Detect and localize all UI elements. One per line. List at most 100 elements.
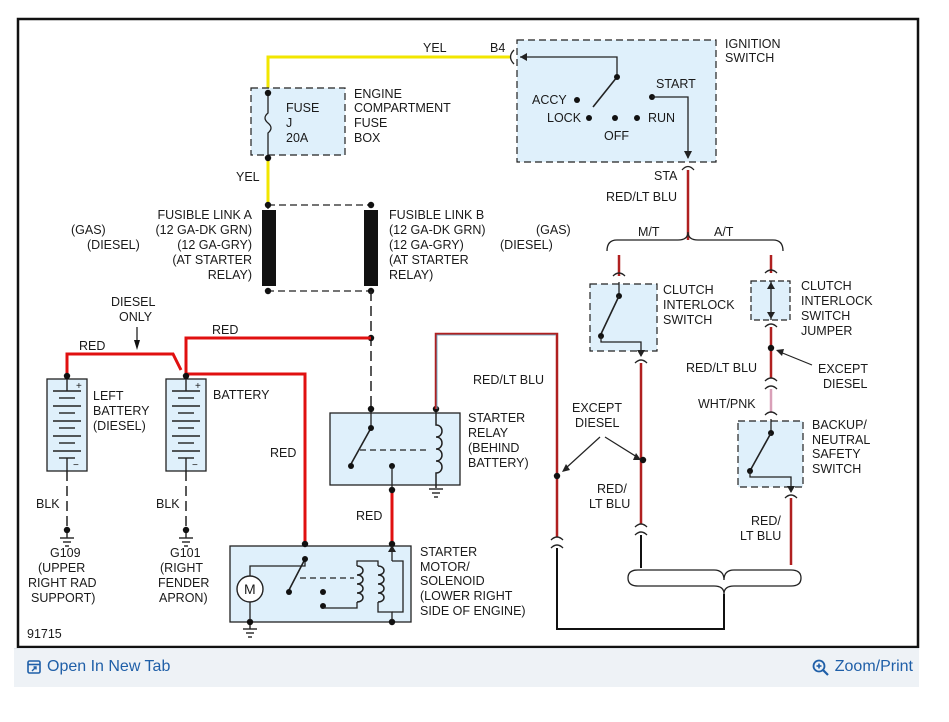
diesel-only-arrow	[134, 340, 140, 350]
label-jumper-1: CLUTCH	[801, 279, 852, 293]
label-flb-5: RELAY)	[389, 268, 433, 282]
right-battery-minus: −	[192, 460, 198, 471]
wire-red-lt-blu-relay	[434, 332, 559, 537]
label-fla-3: (12 GA-GRY)	[177, 238, 252, 252]
ignition-internal-wire	[520, 56, 618, 77]
solenoid-coil-1	[356, 565, 364, 603]
label-g101-3: FENDER	[158, 576, 209, 590]
right-battery	[165, 378, 207, 472]
label-red-lt-blu-bk-1: RED/	[751, 514, 781, 528]
label-clutch-3: SWITCH	[663, 313, 712, 327]
label-red-bat: RED	[270, 446, 296, 460]
label-at: A/T	[714, 225, 734, 239]
label-flb-1: FUSIBLE LINK B	[389, 208, 484, 222]
label-motor-4: (LOWER RIGHT	[420, 589, 513, 603]
new-tab-icon	[27, 660, 41, 674]
label-clutch-2: INTERLOCK	[663, 298, 735, 312]
label-yel-top: YEL	[423, 41, 447, 55]
label-yel-mid: YEL	[236, 170, 260, 184]
label-b4: B4	[490, 41, 505, 55]
wire-red-battery	[186, 372, 307, 542]
zoom-in-icon	[812, 659, 829, 676]
fuse-element	[264, 96, 272, 155]
solenoid-coil-2	[377, 565, 385, 603]
label-red-left: RED	[79, 339, 105, 353]
label-except-diesel-m2: DIESEL	[575, 416, 620, 430]
label-relay-2: RELAY	[468, 426, 509, 440]
label-blk-left: BLK	[36, 497, 60, 511]
label-except-diesel-r2: DIESEL	[823, 377, 868, 391]
relay-coil	[435, 412, 443, 488]
label-start: START	[656, 77, 696, 91]
label-diesel-right: (DIESEL)	[500, 238, 553, 252]
label-g101-1: G101	[170, 546, 201, 560]
label-flb-3: (12 GA-GRY)	[389, 238, 464, 252]
sta-connector	[681, 165, 695, 171]
label-jumper-4: JUMPER	[801, 324, 852, 338]
left-battery-plus: +	[76, 381, 82, 392]
left-battery-minus: −	[73, 460, 79, 471]
label-motor-5: SIDE OF ENGINE)	[420, 604, 526, 618]
zoom-print-label: Zoom/Print	[834, 658, 913, 675]
right-battery-plus: +	[195, 381, 201, 392]
wire-black-return	[556, 548, 725, 630]
wire-red-top	[184, 336, 371, 374]
label-fla-2: (12 GA-DK GRN)	[155, 223, 252, 237]
label-fusebox-1: ENGINE	[354, 87, 402, 101]
label-g109-2: (UPPER	[38, 561, 85, 575]
label-g101-2: (RIGHT	[160, 561, 203, 575]
zoom-print-link[interactable]: Zoom/Print	[812, 658, 913, 676]
label-fuse-3: 20A	[286, 131, 309, 145]
mt-at-split	[606, 231, 784, 252]
bottom-merge-bracket	[627, 569, 802, 581]
left-battery-cells	[53, 379, 81, 471]
relay-ground-symbol	[429, 488, 443, 498]
label-relay-4: BATTERY)	[468, 456, 529, 470]
label-red-lt-blu-mt-2: LT BLU	[589, 497, 630, 511]
right-battery-cells	[172, 379, 200, 471]
label-fla-1: FUSIBLE LINK A	[158, 208, 253, 222]
label-red-lt-blu-at: RED/LT BLU	[686, 361, 757, 375]
label-ignition-2: SWITCH	[725, 51, 774, 65]
label-blk-right: BLK	[156, 497, 180, 511]
label-jumper-2: INTERLOCK	[801, 294, 873, 308]
starter-relay-box	[329, 412, 461, 486]
ground-g101-symbol	[179, 533, 193, 547]
label-g101-4: APRON)	[159, 591, 208, 605]
label-accy: ACCY	[532, 93, 567, 107]
clutch-interlock-switch-box	[589, 283, 658, 352]
label-fusebox-3: FUSE	[354, 116, 387, 130]
label-fusebox-4: BOX	[354, 131, 381, 145]
label-run: RUN	[648, 111, 675, 125]
label-red-lt-blu-mt-1: RED/	[597, 482, 627, 496]
relay-contact-arm	[350, 427, 372, 465]
label-ignition-1: IGNITION	[725, 37, 781, 51]
label-fla-5: RELAY)	[208, 268, 252, 282]
label-sta: STA	[654, 169, 678, 183]
open-in-new-tab-link[interactable]: Open In New Tab	[27, 658, 170, 676]
fuse-box	[250, 87, 346, 156]
label-motor-2: MOTOR/	[420, 560, 470, 574]
label-lock: LOCK	[547, 111, 582, 125]
wire-yel-top	[266, 55, 510, 88]
label-g109-4: SUPPORT)	[31, 591, 95, 605]
label-except-diesel-m1: EXCEPT	[572, 401, 622, 415]
label-motor-3: SOLENOID	[420, 574, 485, 588]
open-in-new-tab-label: Open In New Tab	[47, 658, 171, 675]
contact-accy	[574, 97, 580, 103]
label-backup-2: NEUTRAL	[812, 433, 870, 447]
label-backup-3: SAFETY	[812, 447, 861, 461]
label-off: OFF	[604, 129, 629, 143]
label-gas-left: (GAS)	[71, 223, 106, 237]
label-fuse-2: J	[286, 116, 292, 130]
label-fusebox-2: COMPARTMENT	[354, 101, 451, 115]
label-gas-right: (GAS)	[536, 223, 571, 237]
label-motor-1: STARTER	[420, 545, 477, 559]
label-wht-pnk: WHT/PNK	[698, 397, 756, 411]
motor-ground-symbol	[243, 625, 257, 638]
label-relay-1: STARTER	[468, 411, 525, 425]
fusible-link-a	[262, 210, 276, 286]
clutch-switch-arm	[600, 295, 620, 335]
label-red-lt-blu-relay: RED/LT BLU	[473, 373, 544, 387]
fusible-link-b	[364, 210, 378, 286]
